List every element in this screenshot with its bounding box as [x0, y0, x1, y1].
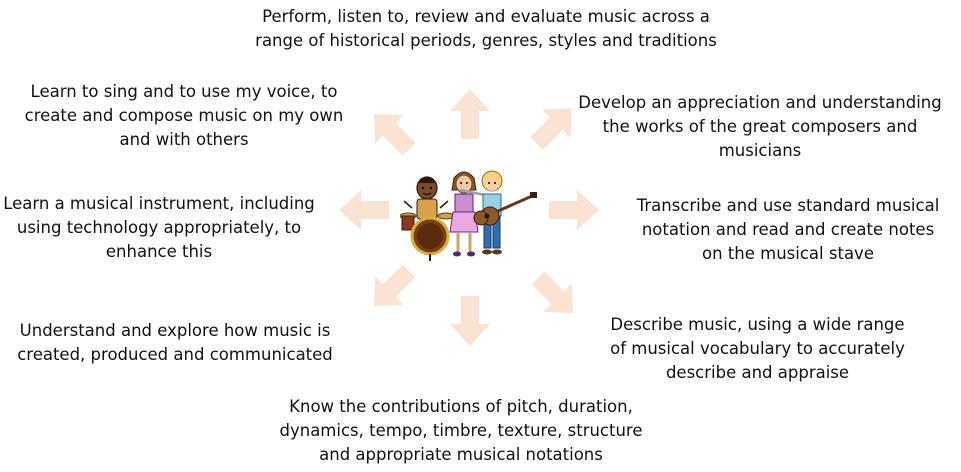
- statement-top-right: Develop an appreciation and understandin…: [578, 93, 942, 160]
- arrow-down-left-icon: [373, 264, 416, 307]
- arrow-up-right-icon: [530, 108, 572, 150]
- arrow-left-icon: [339, 190, 389, 230]
- arrow-up-left-icon: [373, 113, 416, 156]
- arrow-right-icon: [549, 190, 599, 230]
- statement-top: Perform, listen to, review and evaluate …: [255, 7, 717, 50]
- band-of-children-playing-instruments-icon: [400, 170, 537, 261]
- statement-bottom-right: Describe music, using a wide range of mu…: [610, 315, 905, 382]
- statement-bottom-left: Understand and explore how music is crea…: [17, 321, 333, 364]
- arrow-down-right-icon: [531, 271, 574, 314]
- arrow-up-icon: [450, 89, 490, 139]
- arrow-down-icon: [450, 296, 490, 346]
- statement-right: Transcribe and use standard musical nota…: [636, 196, 940, 263]
- statement-left: Learn a musical instrument, including us…: [3, 194, 315, 261]
- statement-top-left: Learn to sing and to use my voice, to cr…: [24, 82, 344, 149]
- statement-bottom: Know the contributions of pitch, duratio…: [279, 397, 643, 464]
